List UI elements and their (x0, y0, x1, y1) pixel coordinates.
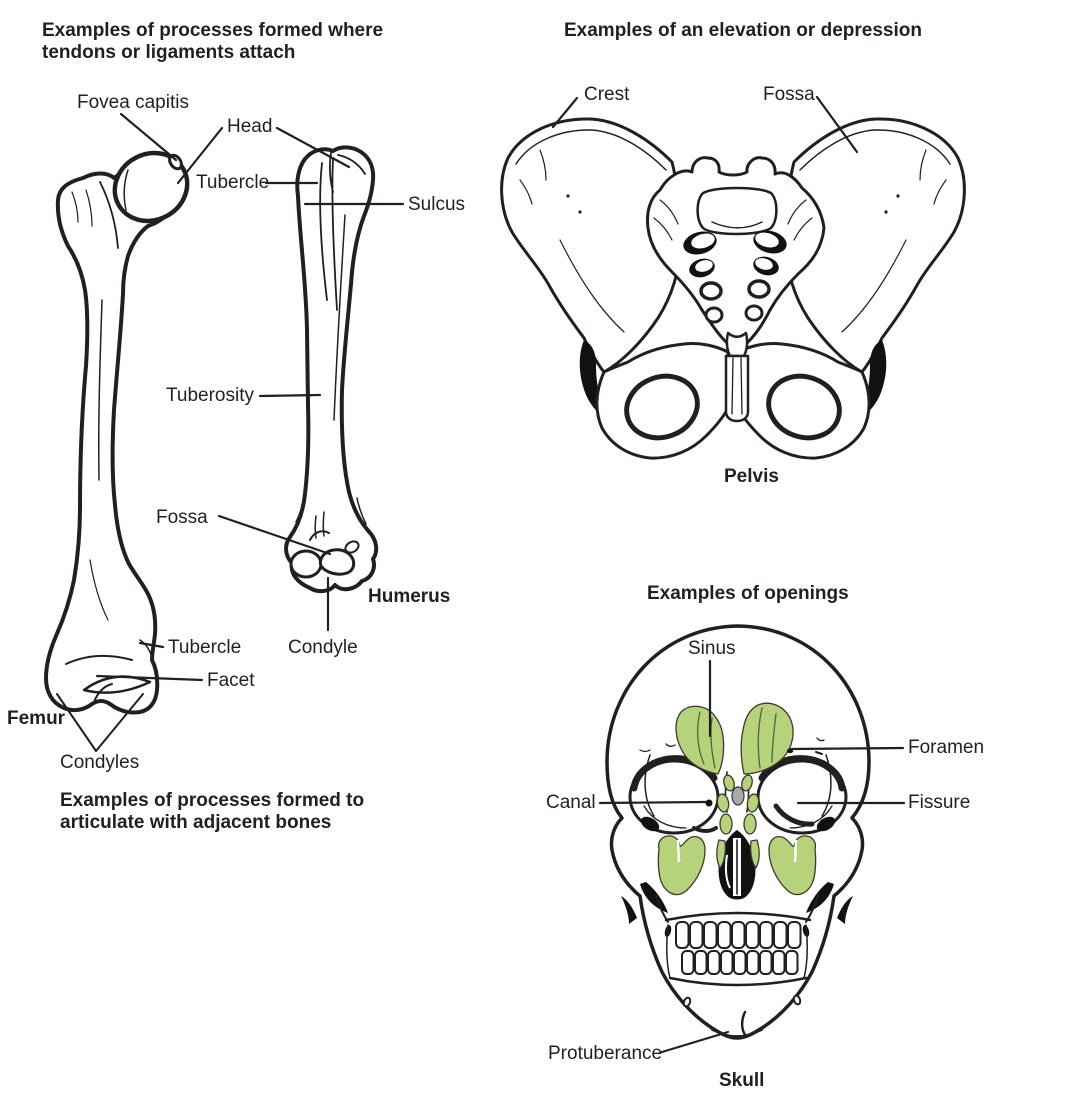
right-obturator-foramen (766, 373, 842, 441)
label-fossa-humerus: Fossa (156, 507, 208, 528)
frontal-sinuses (675, 702, 794, 775)
label-humerus: Humerus (368, 586, 451, 607)
leader-condyles-right (95, 693, 144, 752)
optic-canal-mark (705, 799, 713, 807)
label-fossa-pelvis: Fossa (763, 84, 815, 105)
label-foramen: Foramen (908, 737, 985, 758)
humerus-trochlea (318, 548, 356, 576)
heading-articulation-line1: Examples of processes formed to (60, 790, 365, 811)
lower-teeth (681, 950, 799, 975)
label-head: Head (227, 116, 273, 137)
label-facet: Facet (207, 670, 255, 691)
leader-lines (56, 95, 906, 1054)
label-tubercle-distal: Tubercle (168, 637, 242, 658)
gray-blob (731, 786, 745, 806)
leader-crest (551, 96, 579, 129)
label-fovea-capitis: Fovea capitis (77, 92, 189, 113)
humerus-illustration (284, 145, 379, 594)
label-condyle: Condyle (288, 637, 358, 658)
leader-condyles-left (56, 693, 97, 752)
ethmoid-sinuses (716, 774, 760, 869)
label-tuberosity: Tuberosity (166, 385, 254, 406)
heading-openings: Examples of openings (647, 583, 849, 604)
right-orbit (756, 755, 848, 835)
femur-illustration (44, 150, 190, 715)
label-femur: Femur (7, 708, 66, 729)
sacral-foramina (683, 230, 787, 324)
label-sulcus: Sulcus (408, 194, 466, 215)
facet-mark (82, 675, 152, 694)
skull-illustration (605, 624, 871, 1040)
label-tubercle-proximal: Tubercle (196, 172, 270, 193)
label-sinus: Sinus (688, 638, 736, 659)
upper-teeth (675, 921, 802, 949)
femur-head (112, 150, 190, 224)
heading-tendon-attachment: Examples of processes formed where tendo… (42, 20, 383, 64)
left-obturator-foramen (624, 373, 700, 441)
heading-tendon-line1: Examples of processes formed where (42, 20, 384, 41)
leader-fossa-humerus (217, 514, 332, 556)
leader-facet (95, 674, 204, 682)
label-protuberance: Protuberance (548, 1043, 663, 1064)
label-pelvis: Pelvis (724, 466, 779, 487)
sacrum (646, 156, 826, 354)
label-skull: Skull (719, 1070, 765, 1091)
label-crest: Crest (584, 84, 630, 105)
heading-tendon-line2: tendons or ligaments attach (42, 42, 296, 63)
heading-articulation-line2: articulate with adjacent bones (60, 812, 332, 833)
label-fissure: Fissure (908, 792, 971, 813)
leader-fossa-pelvis (815, 95, 859, 154)
leader-tubercle-distal (138, 641, 165, 649)
leader-foramen (789, 746, 905, 751)
label-condyles: Condyles (60, 752, 140, 773)
leader-head-femur (176, 126, 224, 185)
heading-articulation: Examples of processes formed to articula… (60, 790, 364, 834)
leader-canal (598, 800, 708, 805)
leader-tuberosity (258, 393, 322, 398)
maxillary-sinuses (657, 835, 817, 896)
leader-fovea-capitis (119, 112, 178, 162)
orbital-fissure-mark (773, 803, 815, 827)
humerus-capitulum (289, 549, 323, 579)
mental-protuberance-mark (740, 1010, 748, 1038)
leader-protuberance (660, 1030, 730, 1054)
pelvis-illustration (500, 117, 966, 460)
heading-elevation-depression: Examples of an elevation or depression (564, 20, 922, 41)
label-canal: Canal (546, 792, 596, 813)
leader-head-humerus (275, 126, 351, 169)
